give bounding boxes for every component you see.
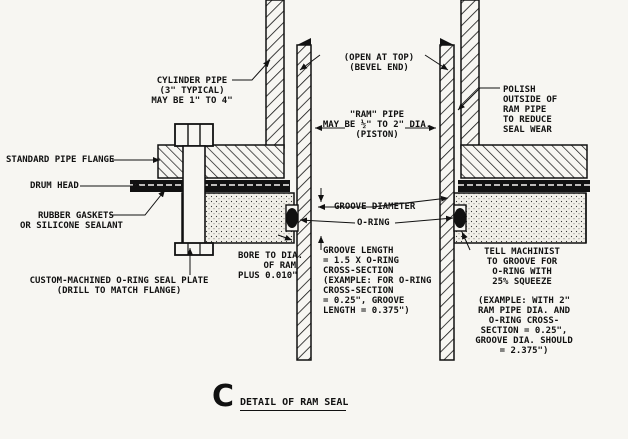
open-top-line-2: (BEVEL END) <box>349 63 409 73</box>
pipe-flange <box>157 144 588 179</box>
drum-head-label: DRUM HEAD <box>30 181 79 191</box>
polish-line-2: OUTSIDE OF <box>503 95 558 105</box>
ex-line-5: GROOVE DIA. SHOULD <box>475 336 573 346</box>
groove-diameter-label: GROOVE DIAMETER <box>334 202 416 212</box>
o-ring-label: O-RING <box>357 218 390 228</box>
seal-plate-label: CUSTOM-MACHINED O-RING SEAL PLATE (DRILL… <box>4 276 234 296</box>
example-label: (EXAMPLE: WITH 2" RAM PIPE DIA. AND O-RI… <box>462 296 586 356</box>
ex-line-1: (EXAMPLE: WITH 2" <box>477 296 571 306</box>
polish-line-1: POLISH <box>503 85 536 95</box>
ex-line-3: O-RING CROSS- <box>488 316 560 326</box>
cyl-line-1: CYLINDER PIPE <box>156 76 228 86</box>
ram-pipe <box>296 38 455 361</box>
glen-line-5: CROSS-SECTION <box>323 286 394 296</box>
polish-line-4: TO REDUCE <box>503 115 552 125</box>
ram-line-1: "RAM" PIPE <box>349 110 405 120</box>
pipe-flange-label: STANDARD PIPE FLANGE <box>6 155 115 165</box>
cylinder-pipe-label: CYLINDER PIPE (3" TYPICAL) MAY BE 1" TO … <box>132 76 252 106</box>
open-top-label: (OPEN AT TOP) (BEVEL END) <box>333 53 425 73</box>
polish-line-5: SEAL WEAR <box>503 125 552 135</box>
ex-line-2: RAM PIPE DIA. AND <box>477 306 571 316</box>
glen-line-7: LENGTH = 0.375") <box>323 306 410 316</box>
ram-pipe-label: "RAM" PIPE MAY BE ½" TO 2" DIA. (PISTON) <box>315 110 439 140</box>
seal-plate <box>181 192 587 244</box>
groove-length-label: GROOVE LENGTH = 1.5 X O-RING CROSS-SECTI… <box>323 246 431 316</box>
figure-title: DETAIL OF RAM SEAL <box>240 397 349 408</box>
ram-line-3: (PISTON) <box>355 130 399 140</box>
bore-label: BORE TO DIA. OF RAM PLUS 0.010" <box>238 251 304 281</box>
tell-line-2: TO GROOVE FOR <box>486 257 558 267</box>
glen-line-6: = 0.25", GROOVE <box>323 296 405 306</box>
ram-line-2: MAY BE ½" TO 2" DIA. <box>322 120 432 130</box>
glen-line-2: = 1.5 X O-RING <box>323 256 399 266</box>
ex-line-6: = 2.375") <box>499 346 549 356</box>
title-underline <box>240 410 346 411</box>
glen-line-3: CROSS-SECTION <box>323 266 394 276</box>
plate-line-2: (DRILL TO MATCH FLANGE) <box>56 286 182 296</box>
bore-line-2: OF RAM <box>263 261 296 271</box>
glen-line-4: (EXAMPLE: FOR O-RING <box>323 276 432 286</box>
tell-line-4: 25% SQUEEZE <box>492 277 552 287</box>
tell-machinist-label: TELL MACHINIST TO GROOVE FOR O-RING WITH… <box>462 247 582 287</box>
open-top-line-1: (OPEN AT TOP) <box>343 53 415 63</box>
tell-line-3: O-RING WITH <box>492 267 552 277</box>
ex-line-4: SECTION = 0.25", <box>480 326 568 336</box>
o-ring-seals <box>285 204 467 232</box>
tell-line-1: TELL MACHINIST <box>484 247 560 257</box>
gasket-label: RUBBER GASKETS OR SILICONE SEALANT <box>20 211 123 231</box>
bore-line-3: PLUS 0.010" <box>238 271 298 281</box>
drum-head <box>130 180 590 192</box>
leader-lines <box>80 54 500 275</box>
cyl-line-3: MAY BE 1" TO 4" <box>151 96 233 106</box>
gasket-line-1: RUBBER GASKETS <box>38 211 114 221</box>
polish-line-3: RAM PIPE <box>503 105 547 115</box>
figure-letter: C <box>212 379 235 414</box>
polish-label: POLISH OUTSIDE OF RAM PIPE TO REDUCE SEA… <box>503 85 557 135</box>
glen-line-1: GROOVE LENGTH <box>323 246 394 256</box>
flange-bolt <box>174 123 214 256</box>
bore-line-1: BORE TO DIA. <box>238 251 304 261</box>
plate-line-1: CUSTOM-MACHINED O-RING SEAL PLATE <box>29 276 209 286</box>
gasket-line-2: OR SILICONE SEALANT <box>20 221 123 231</box>
cyl-line-2: (3" TYPICAL) <box>159 86 225 96</box>
